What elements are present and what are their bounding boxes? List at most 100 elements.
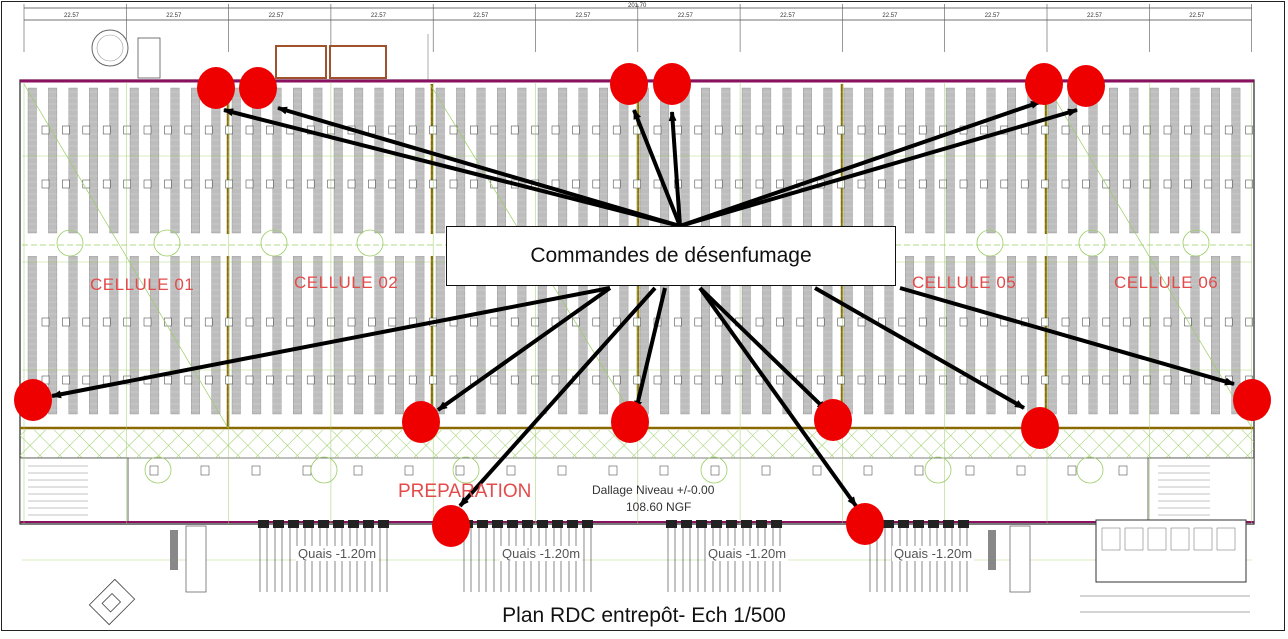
column-box — [184, 375, 193, 385]
column-box — [1041, 179, 1049, 189]
rack-upper — [48, 87, 58, 234]
column-box — [939, 375, 947, 385]
column-box — [368, 179, 376, 189]
column-box — [837, 375, 845, 385]
rack-upper — [1231, 87, 1241, 234]
dallage-level: Dallage Niveau +/-0.00 — [592, 483, 715, 497]
dock-door — [492, 520, 503, 528]
column-box — [123, 125, 131, 135]
office-room — [1170, 527, 1190, 551]
dimension-lines — [23, 4, 1252, 52]
column-box — [102, 179, 111, 189]
column-box — [1245, 179, 1253, 189]
column-box — [306, 179, 315, 189]
column-box — [225, 317, 233, 327]
dock-door — [333, 520, 344, 528]
fire-hose-circle — [56, 229, 84, 257]
smoke-control-marker — [653, 63, 691, 105]
fire-hose-circle — [1182, 229, 1210, 257]
column-box — [347, 179, 356, 189]
rack-upper — [129, 87, 139, 234]
column-box — [347, 317, 356, 327]
pump-room — [137, 37, 161, 79]
column-box — [1061, 179, 1070, 189]
smoke-control-marker — [611, 401, 649, 443]
column-box — [408, 125, 417, 135]
rack-upper — [1108, 87, 1118, 234]
rack-upper — [762, 87, 772, 234]
fire-hose-circle — [924, 456, 952, 484]
rack-upper — [843, 87, 853, 234]
rack-upper — [395, 87, 404, 234]
dock-door — [958, 520, 969, 528]
dock-door — [666, 520, 677, 528]
column-box — [612, 179, 621, 189]
prep-column-box — [608, 465, 618, 476]
column-box — [41, 317, 50, 327]
arrow — [679, 100, 1041, 228]
bay-width-label: 22.57 — [882, 13, 898, 19]
column-box — [82, 179, 91, 189]
column-box — [1163, 125, 1172, 135]
smoke-control-markers — [14, 63, 1271, 547]
column-box — [878, 125, 886, 135]
arrow — [223, 108, 681, 228]
column-box — [612, 317, 621, 327]
column-box — [898, 179, 907, 189]
column-box — [245, 125, 254, 135]
column-box — [1122, 317, 1131, 327]
column-box — [449, 125, 458, 135]
column-box — [1122, 375, 1131, 385]
rack-upper — [599, 87, 608, 234]
rack-upper — [884, 87, 894, 234]
column-box — [1184, 317, 1192, 327]
column-box — [204, 179, 213, 189]
bay-width-label: 22.57 — [984, 13, 1000, 19]
column-box — [714, 375, 723, 385]
column-box — [164, 375, 172, 385]
prep-column-box — [200, 465, 210, 476]
column-box — [755, 375, 764, 385]
column-box — [1224, 125, 1233, 135]
column-box — [266, 317, 274, 327]
ramp-east — [1009, 525, 1031, 593]
office-room — [1124, 527, 1144, 551]
dock-door — [913, 520, 924, 528]
column-box — [980, 179, 988, 189]
quai-label-3: Quais -1.20m — [706, 546, 789, 561]
column-box — [816, 125, 825, 135]
loading-docks — [88, 519, 1250, 626]
prep-column-box — [251, 465, 261, 476]
rack-upper — [109, 87, 119, 234]
column-box — [62, 179, 70, 189]
column-box — [592, 125, 601, 135]
cell-label-06: CELLULE 06 — [1114, 273, 1219, 292]
column-box — [286, 317, 295, 327]
rack-upper — [1149, 87, 1159, 234]
arrow — [899, 286, 1235, 386]
column-box — [592, 317, 601, 327]
dock-door — [363, 520, 374, 528]
fire-hose-circle — [153, 229, 181, 257]
column-box — [245, 375, 254, 385]
column-box — [143, 125, 152, 135]
column-box — [266, 375, 274, 385]
rack-upper — [170, 87, 180, 234]
column-box — [164, 125, 172, 135]
callout-box: Commandes de désenfumage — [446, 226, 896, 286]
column-box — [980, 317, 988, 327]
column-box — [653, 125, 662, 135]
column-box — [1184, 375, 1192, 385]
smoke-control-marker — [846, 503, 884, 545]
column-box — [1041, 317, 1049, 327]
bay-width-label: 22.57 — [1189, 13, 1205, 19]
column-box — [1184, 125, 1192, 135]
reserve-tank-inner — [96, 34, 124, 62]
column-box — [286, 179, 295, 189]
quai-label-2: Quais -1.20m — [500, 546, 583, 561]
bay-width-label: 22.57 — [268, 13, 284, 19]
bay-width-label: 22.57 — [166, 13, 182, 19]
column-box — [82, 375, 91, 385]
charging-room-east — [1147, 457, 1255, 523]
column-box — [1245, 125, 1253, 135]
